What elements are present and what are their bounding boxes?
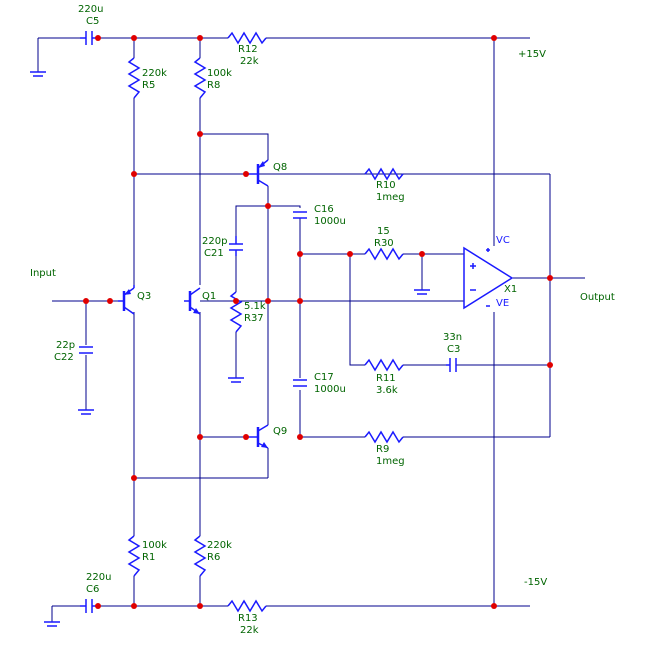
opamp-x1 — [463, 246, 514, 310]
resistor-r10 — [364, 167, 404, 181]
q8-label: Q8 — [273, 162, 287, 173]
r30-value: 15 — [377, 226, 390, 237]
r1-value: 100k — [142, 540, 167, 551]
r30-name: R30 — [374, 238, 394, 249]
wires — [37, 37, 585, 622]
resistor-r1 — [127, 535, 141, 577]
r8-value: 100k — [207, 68, 232, 79]
r10-name: R10 — [376, 180, 396, 191]
transistor-q9 — [246, 424, 269, 449]
input-label: Input — [30, 268, 56, 279]
ve-label: VE — [496, 298, 509, 309]
r6-value: 220k — [207, 540, 232, 551]
resistor-r13 — [227, 599, 267, 613]
resistor-r37 — [229, 291, 243, 333]
labels: 220u C5 R12 22k 220k R5 100k R8 +15V Q8 … — [30, 4, 615, 636]
r37-value: 5.1k — [244, 301, 266, 312]
r12-name: R12 — [238, 44, 258, 55]
r1-name: R1 — [142, 552, 155, 563]
resistor-r8 — [193, 57, 207, 99]
resistor-r30 — [364, 247, 404, 261]
resistor-r12 — [227, 31, 267, 45]
q9-label: Q9 — [273, 426, 287, 437]
capacitor-c22 — [79, 346, 93, 354]
c6-name: C6 — [86, 584, 99, 595]
q1-label: Q1 — [202, 291, 216, 302]
capacitor-c21 — [229, 236, 243, 256]
resistor-r5 — [127, 57, 141, 99]
r5-name: R5 — [142, 80, 155, 91]
r13-name: R13 — [238, 613, 258, 624]
r11-value: 3.6k — [376, 385, 398, 396]
resistor-r9 — [364, 430, 404, 444]
transistor-q8 — [246, 159, 269, 187]
r12-value: 22k — [240, 56, 259, 67]
r9-value: 1meg — [376, 456, 405, 467]
transistor-q1 — [184, 287, 201, 315]
r9-name: R9 — [376, 444, 389, 455]
q3-label: Q3 — [137, 291, 151, 302]
c5-value: 220u — [78, 4, 103, 15]
r6-name: R6 — [207, 552, 220, 563]
c3-value: 33n — [443, 332, 462, 343]
plus-rail-label: +15V — [518, 49, 546, 60]
junction-dots — [83, 35, 553, 609]
capacitor-c17 — [293, 379, 307, 387]
capacitor-c16 — [293, 211, 307, 219]
transistor-q3 — [118, 285, 135, 315]
x1-label: X1 — [504, 284, 517, 295]
ground-symbols — [30, 71, 430, 627]
vc-label: VC — [496, 235, 510, 246]
r10-value: 1meg — [376, 192, 405, 203]
c17-name: C17 — [314, 372, 334, 383]
c3-name: C3 — [447, 344, 460, 355]
c16-name: C16 — [314, 204, 334, 215]
r5-value: 220k — [142, 68, 167, 79]
c17-value: 1000u — [314, 384, 346, 395]
c16-value: 1000u — [314, 216, 346, 227]
r8-name: R8 — [207, 80, 220, 91]
capacitor-c3 — [446, 358, 457, 372]
resistor-r11 — [364, 358, 404, 372]
c6-value: 220u — [86, 572, 111, 583]
c5-name: C5 — [86, 16, 99, 27]
r11-name: R11 — [376, 373, 396, 384]
c22-name: C22 — [54, 352, 74, 363]
r13-value: 22k — [240, 625, 259, 636]
c22-value: 22p — [56, 340, 75, 351]
r37-name: R37 — [244, 313, 264, 324]
minus-rail-label: -15V — [524, 577, 547, 588]
c21-value: 220p — [202, 236, 227, 247]
c21-name: C21 — [204, 248, 224, 259]
resistor-r6 — [193, 535, 207, 577]
output-label: Output — [580, 292, 615, 303]
